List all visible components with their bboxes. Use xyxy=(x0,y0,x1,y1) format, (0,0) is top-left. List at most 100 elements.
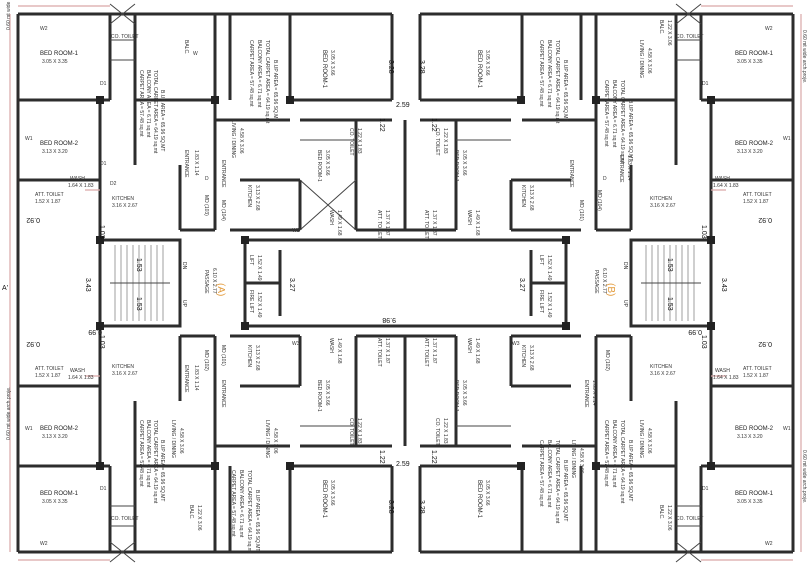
total-carpet-tr: TOTAL CARPET AREA = 64.19 sq.mt xyxy=(619,80,625,164)
bed2-label-tr: BED ROOM-2 xyxy=(735,141,774,147)
lift-size-a: 1.52 X 1.49 xyxy=(256,255,262,281)
dim-327-left: 3.27 xyxy=(288,278,295,292)
co-toilet-size-3: 1.22 X 1.83 xyxy=(442,128,448,154)
bed1i-size: 3.05 X 3.66 xyxy=(461,380,467,406)
dimension-labels: 3.28 3.28 3.28 3.28 2.59 2.59 1.22 1.22 … xyxy=(26,60,772,514)
att-toilet-label-3: ATT. TOILET xyxy=(423,210,429,239)
fire-lift-size: 1.52 X 1.49 xyxy=(256,292,262,318)
up-label-b: UP xyxy=(622,300,628,308)
fire-lift-label-b: FIRE LIFT xyxy=(538,290,544,313)
co-toilet-label-2: CO. TOILET xyxy=(348,128,354,156)
wash-size-br: 1.64 X 1.83 xyxy=(713,375,739,381)
living-size-4: 4.58 X 3.06 xyxy=(272,428,278,454)
balcony-area-3: BALCONY AREA = 6.71 sq.mt xyxy=(546,40,552,108)
kitchen-size-bl: 3.16 X 2.67 xyxy=(112,371,138,377)
dim-153-a1: 1.53 xyxy=(135,258,142,272)
total-carpet-2: TOTAL CARPET AREA = 64.19 sq.mt xyxy=(264,40,270,124)
bed1d-label: BED ROOM-1 xyxy=(476,50,482,89)
att-toilet-label-5: ATT. TOILET xyxy=(423,338,429,367)
att-toilet-label: ATT. TOILET xyxy=(35,192,64,198)
wash-label-4: WASH xyxy=(328,338,334,353)
carpet-area-3: CARPET AREA = 57.48 sq.mt xyxy=(538,40,544,107)
door-d2-tl: D2 xyxy=(110,181,117,187)
window-w2-tr: W2 xyxy=(765,26,773,32)
kitchen-label-2: KITCHEN xyxy=(246,185,252,207)
dim-099-bl: 0.99 xyxy=(88,328,102,335)
dim-092-bl: 0.92 xyxy=(26,340,40,347)
entrance-label-3: ENTRANCE xyxy=(568,160,574,188)
balcony-area-bl: BALCONY AREA = 6.71 sq.mt xyxy=(145,420,151,488)
co-toilet-size-5: 1.22 X 1.83 xyxy=(442,418,448,444)
carpet-area: CARPET AREA = 57.48 sq.mt xyxy=(138,70,144,137)
bed2-size-br: 3.13 X 3.20 xyxy=(737,434,763,440)
living-label-2: LIVING / DINING xyxy=(230,120,236,158)
bed2-size: 3.13 X 3.20 xyxy=(42,149,68,155)
bed1-size-bl: 3.05 X 3.35 xyxy=(42,499,68,505)
bed1i-label: BED ROOM-1 xyxy=(453,380,459,412)
door-window-markers: W2 W1 D1 D1 D2 W D W3 W2 W1 D1 D W2 W1 D… xyxy=(25,26,791,547)
entrance-size-tr: 1.83 X 1.14 xyxy=(626,155,632,181)
bed2-label-br: BED ROOM-2 xyxy=(735,426,774,432)
att-toilet-size-2: 1.37 X 1.87 xyxy=(384,210,390,236)
window-w2-tl: W2 xyxy=(40,26,48,32)
balc-label: BALC. xyxy=(183,40,189,54)
att-toilet-size: 1.52 X 1.87 xyxy=(35,199,61,205)
kitchen-size: 3.16 X 2.67 xyxy=(112,203,138,209)
bottom-inner-left-labels: BED ROOM-1 3.05 X 3.66 CARPET AREA = 57.… xyxy=(220,338,390,554)
dim-153-a2: 1.53 xyxy=(135,297,142,311)
att-toilet-label-4: ATT. TOILET xyxy=(376,338,382,367)
dim-153-b1: 1.53 xyxy=(666,258,673,272)
builtup-area-bl: B.UP AREA = 65.96 SQ.MT xyxy=(159,440,165,501)
bed1b-size: 3.05 X 3.66 xyxy=(329,50,335,76)
entrance-label-2: ENTRANCE xyxy=(220,160,226,188)
living-size-2: 4.58 X 3.06 xyxy=(238,128,244,154)
balc-label-br: BALC. xyxy=(658,505,664,519)
columns xyxy=(96,96,715,470)
living-size-bl: 4.58 X 3.06 xyxy=(178,428,184,454)
door-d1-tl2: D1 xyxy=(100,161,107,167)
door-d-tr: D xyxy=(603,176,607,182)
window-w1-tr: W1 xyxy=(783,136,791,142)
top-left-unit-labels: BED ROOM-1 3.05 X 3.35 BED ROOM-2 3.13 X… xyxy=(6,0,209,216)
wash-size-tr: 1.64 X 1.83 xyxy=(713,183,739,189)
wash-label-2: WASH xyxy=(328,210,334,225)
dim-259-bottom: 2.59 xyxy=(396,461,410,468)
carpet-area-4: CARPET AREA = 57.48 sq.mt xyxy=(230,470,236,537)
dim-103-tr: 1.03 xyxy=(700,225,707,239)
dn-label-b: DN xyxy=(622,262,628,270)
kitchen-size-5: 3.13 X 2.68 xyxy=(528,345,534,371)
bed2-label-bl: BED ROOM-2 xyxy=(40,426,79,432)
bed1-size-br: 3.05 X 3.35 xyxy=(737,499,763,505)
entrance-label-br: ENTRANCE xyxy=(583,380,589,408)
dim-153-b2: 1.53 xyxy=(666,297,673,311)
balcony-area-4: BALCONY AREA = 6.71 sq.mt xyxy=(238,470,244,538)
kitchen-label-tr: KITCHEN xyxy=(650,196,672,202)
dim-122-br: 1.22 xyxy=(430,450,437,464)
wash-label-bl: WASH xyxy=(70,368,85,374)
md101-label-top: MD (101) xyxy=(578,200,584,221)
wash-size: 1.64 X 1.83 xyxy=(68,183,94,189)
att-toilet-size-4: 1.37 X 1.87 xyxy=(384,338,390,364)
living-label-5: LIVING / DINING xyxy=(570,440,576,478)
dim-092-tr: 0.92 xyxy=(758,216,772,223)
kitchen-size-tr: 3.16 X 2.67 xyxy=(650,203,676,209)
md102-label-br: MD (102) xyxy=(604,350,610,371)
door-d-tl: D xyxy=(205,176,209,182)
kitchen-size-br: 3.16 X 2.67 xyxy=(650,371,676,377)
total-carpet-4: TOTAL CARPET AREA = 64.19 sq.mt xyxy=(246,470,252,554)
total-carpet-bl: TOTAL CARPET AREA = 64.19 sq.mt xyxy=(152,420,158,504)
central-core-walls xyxy=(243,118,568,448)
passage-label-b: PASSAGE xyxy=(593,270,599,294)
kitchen-size-3: 3.13 X 2.68 xyxy=(528,185,534,211)
section-mark: A' xyxy=(2,285,8,292)
living-label-4: LIVING / DINING xyxy=(264,420,270,458)
dim-327-right: 3.27 xyxy=(518,278,525,292)
entrance-label-bl: ENTRANCE xyxy=(183,365,189,393)
balcony-area-5: BALCONY AREA = 6.71 sq.mt xyxy=(546,440,552,508)
att-toilet-label-br: ATT. TOILET xyxy=(743,366,772,372)
window-w1-tl: W1 xyxy=(25,136,33,142)
wash-label-3: WASH xyxy=(466,210,472,225)
dim-092-br: 0.92 xyxy=(758,340,772,347)
bed1f-label: BED ROOM-1 xyxy=(321,480,327,519)
